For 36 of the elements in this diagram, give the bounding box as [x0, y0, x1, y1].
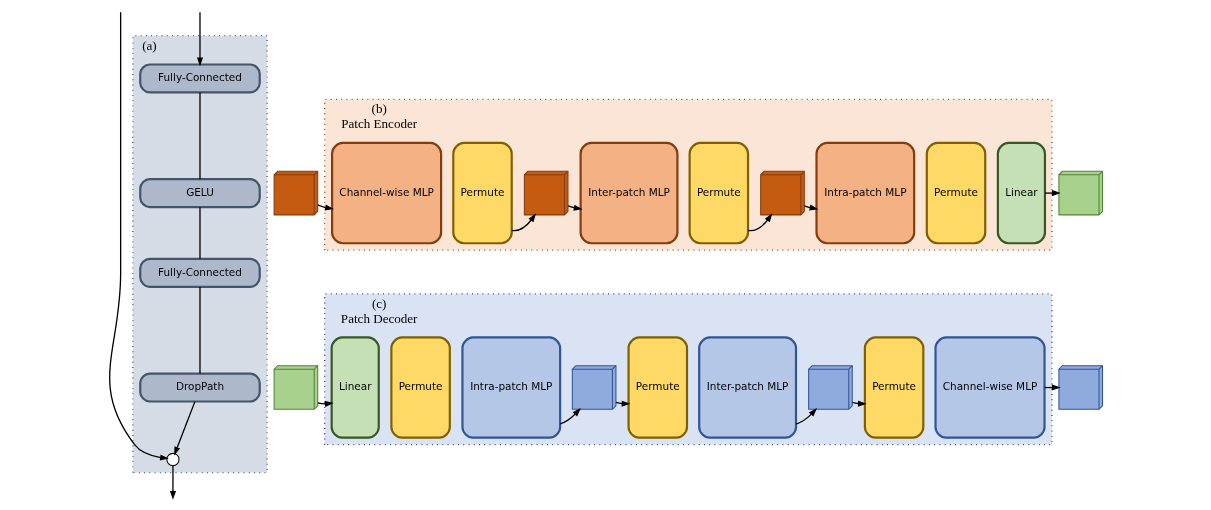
arrow	[169, 465, 176, 500]
node-box: Permute	[627, 336, 688, 439]
arrow	[803, 204, 818, 211]
node-circle	[165, 452, 180, 467]
node-box: Permute	[688, 141, 749, 245]
node-box: Permute	[389, 336, 451, 439]
node-box: Inter-patch MLP	[697, 336, 797, 439]
arrow	[196, 11, 203, 67]
node-box: Intra-patch MLP	[814, 141, 915, 245]
node-box: Permute	[925, 141, 986, 245]
node-box: Fully-Connected	[138, 257, 261, 288]
node-box: Permute	[863, 336, 924, 439]
node-box: Permute	[451, 141, 513, 245]
arrow	[316, 204, 334, 211]
arrow	[316, 400, 334, 407]
node-box: DropPath	[138, 372, 261, 403]
arrow	[559, 407, 581, 425]
arrow	[747, 213, 772, 232]
node-box: Fully-Connected	[138, 63, 261, 94]
connector	[198, 206, 201, 260]
node-box: Intra-patch MLP	[460, 336, 561, 439]
arrow	[1043, 190, 1061, 197]
node-box: Channel-wise MLP	[330, 141, 442, 245]
node-box: Inter-patch MLP	[579, 141, 678, 245]
arrow	[851, 400, 867, 407]
arrow	[510, 213, 536, 232]
arrow	[567, 204, 582, 211]
connector	[198, 91, 201, 180]
node-box: GELU	[138, 178, 261, 209]
arrow	[108, 11, 169, 461]
arrow	[173, 400, 196, 456]
arrow	[795, 408, 817, 425]
node-box: Linear	[996, 141, 1046, 245]
node-box: Channel-wise MLP	[933, 336, 1046, 439]
node-box: Linear	[330, 336, 380, 439]
connector	[198, 286, 201, 375]
